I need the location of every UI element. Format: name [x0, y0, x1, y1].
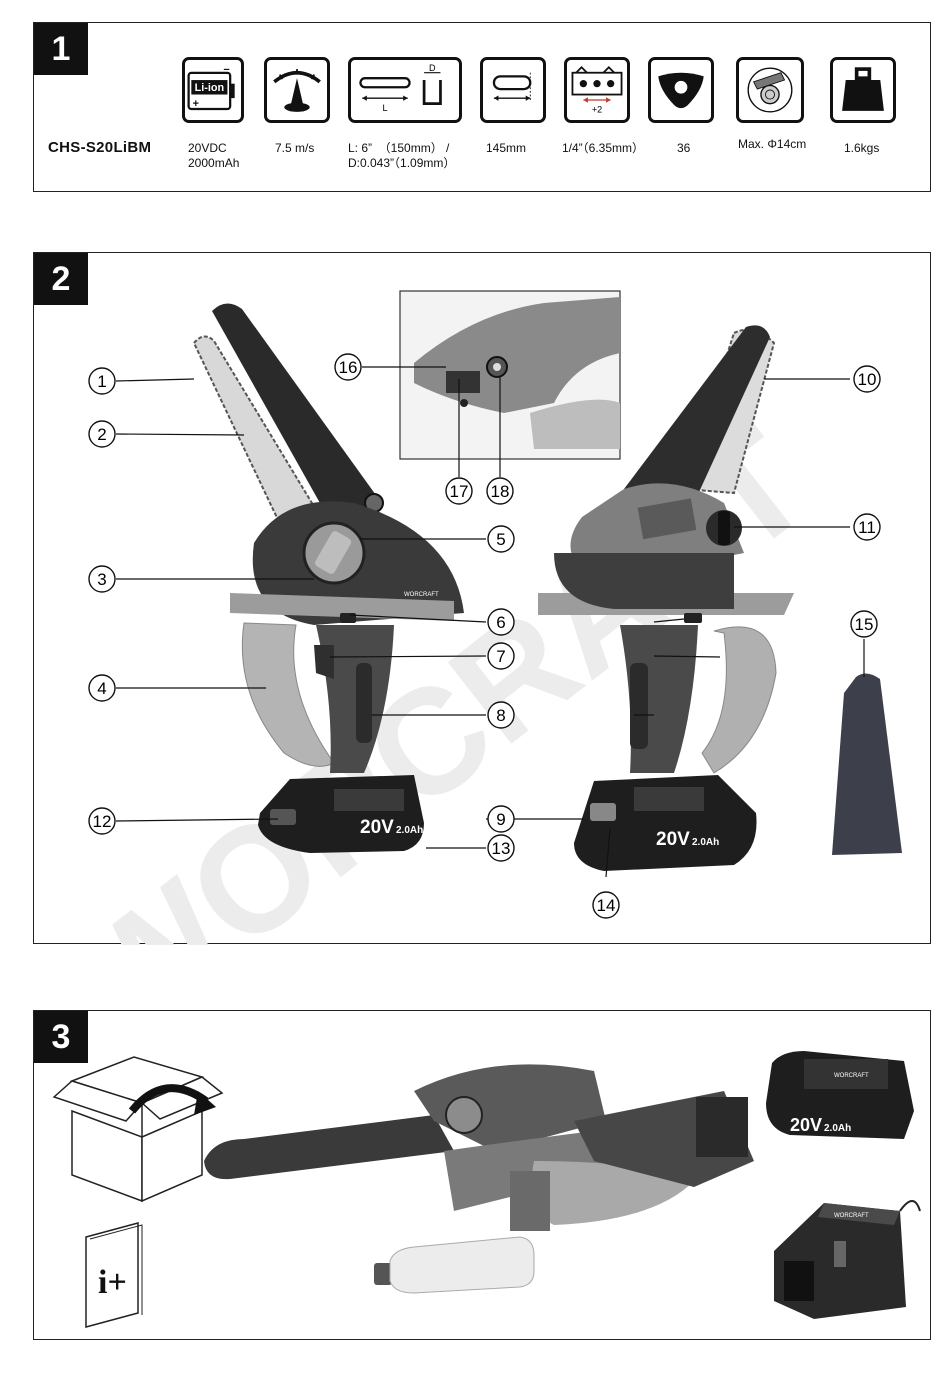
- svg-text:1: 1: [97, 372, 106, 391]
- right-battery-sub: 2.0Ah: [692, 837, 719, 848]
- charger-brand: WORCRAFT: [834, 1213, 869, 1219]
- weight-icon: [830, 57, 896, 123]
- spec-links: 36: [677, 141, 690, 156]
- callout-9: 9: [488, 806, 514, 832]
- info-label: i+: [98, 1264, 127, 1301]
- saw-body: [204, 1064, 754, 1231]
- svg-text:11: 11: [858, 518, 876, 537]
- pitch-label: +2: [592, 105, 602, 115]
- callout-10: 10: [854, 366, 880, 392]
- chain-pitch-icon: +2: [564, 57, 630, 123]
- left-battery-sub: 2.0Ah: [396, 825, 423, 836]
- manual-icon: i+: [86, 1223, 142, 1327]
- spare-battery: 20V 2.0Ah WORCRAFT: [766, 1051, 914, 1139]
- callout-6: 6: [488, 609, 514, 635]
- chain-links-icon: [648, 57, 714, 123]
- parts-diagram: WORCRAFT 20V 2.0Ah: [34, 253, 932, 945]
- spec-capacity: 2000mAh: [188, 156, 239, 171]
- svg-text:8: 8: [496, 706, 505, 725]
- callout-18: 18: [487, 478, 513, 504]
- callout-15: 15: [851, 611, 877, 637]
- callout-3: 3: [89, 566, 115, 592]
- contents-panel: i+ 20V 2.0Ah WORCRAFT: [33, 1010, 931, 1340]
- cutting-diameter-icon: [736, 57, 804, 123]
- charger: WORCRAFT: [774, 1201, 920, 1319]
- specs-panel: 1 Li-ion − + L D: [33, 22, 931, 192]
- callout-14: 14: [593, 892, 619, 918]
- callout-5: 5: [488, 526, 514, 552]
- battery-plus: +: [193, 98, 199, 110]
- svg-text:3: 3: [97, 570, 106, 589]
- callout-8: 8: [488, 702, 514, 728]
- svg-text:7: 7: [496, 647, 505, 666]
- chain-scabbard: [832, 673, 902, 855]
- callout-12: 12: [89, 808, 115, 834]
- svg-text:14: 14: [597, 896, 616, 915]
- spec-pitch: 1/4”（6.35mm）: [562, 141, 644, 156]
- spec-cut-length: 145mm: [486, 141, 526, 156]
- svg-text:4: 4: [97, 679, 106, 698]
- svg-text:18: 18: [491, 482, 510, 501]
- right-battery-label: 20V: [656, 829, 690, 850]
- svg-text:17: 17: [450, 482, 469, 501]
- svg-text:13: 13: [492, 839, 511, 858]
- parts-panel: WORCRAFT 20V 2.0Ah: [33, 252, 931, 944]
- battery-type-label: Li-ion: [195, 82, 224, 94]
- spec-voltage: 20VDC: [188, 141, 227, 156]
- callout-17: 17: [446, 478, 472, 504]
- callout-4: 4: [89, 675, 115, 701]
- panel-number: 2: [34, 253, 88, 305]
- open-box-icon: [54, 1057, 222, 1201]
- callout-7: 7: [488, 643, 514, 669]
- panel-number: 1: [34, 23, 88, 75]
- panel-number: 3: [34, 1011, 88, 1063]
- left-brand: WORCRAFT: [404, 592, 439, 598]
- battery-minus: −: [223, 64, 229, 76]
- spec-bar-gauge: D:0.043”（1.09mm）: [348, 156, 455, 171]
- callout-11: 11: [854, 514, 880, 540]
- oil-bottle: [374, 1237, 534, 1293]
- svg-text:15: 15: [855, 615, 874, 634]
- cutting-length-icon: [480, 57, 546, 123]
- callout-2: 2: [89, 421, 115, 447]
- battery-icon: Li-ion − +: [182, 57, 244, 123]
- spec-max-diameter: Max. Φ14cm: [738, 137, 806, 152]
- svg-text:5: 5: [496, 530, 505, 549]
- spec-weight: 1.6kgs: [844, 141, 879, 156]
- callout-1: 1: [89, 368, 115, 394]
- svg-text:16: 16: [339, 358, 358, 377]
- contents-diagram: i+ 20V 2.0Ah WORCRAFT: [34, 1011, 932, 1341]
- spec-bar-length: L: 6” （150mm） /: [348, 141, 449, 156]
- left-battery-label: 20V: [360, 817, 394, 838]
- svg-text:2: 2: [97, 425, 106, 444]
- spec-speed: 7.5 m/s: [275, 141, 314, 156]
- svg-text:6: 6: [496, 613, 505, 632]
- battery-sub: 2.0Ah: [824, 1123, 851, 1134]
- model-number: CHS-S20LiBM: [48, 139, 151, 156]
- svg-text:12: 12: [93, 812, 112, 831]
- svg-text:9: 9: [496, 810, 505, 829]
- bar-length-letter: L: [382, 103, 387, 113]
- inset-detail: [400, 291, 620, 459]
- callout-16: 16: [335, 354, 361, 380]
- bar-dimensions-icon: L D: [348, 57, 462, 123]
- svg-text:10: 10: [858, 370, 877, 389]
- bar-gauge-letter: D: [429, 63, 436, 73]
- speed-gauge-icon: [264, 57, 330, 123]
- callout-13: 13: [488, 835, 514, 861]
- battery-brand: WORCRAFT: [834, 1073, 869, 1079]
- battery-label: 20V: [790, 1115, 822, 1135]
